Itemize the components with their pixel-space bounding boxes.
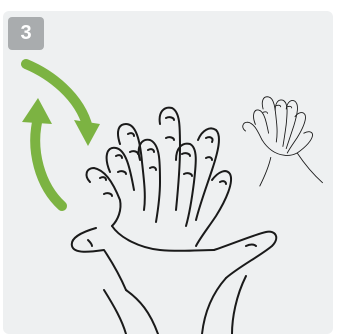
finger-3 — [118, 124, 145, 210]
arrow-down-head — [74, 120, 100, 146]
rotating-arrows-icon — [22, 64, 100, 206]
left-thumb — [72, 228, 126, 290]
left-wrist — [126, 290, 158, 334]
finger-2 — [107, 148, 134, 190]
right-wrist — [202, 278, 226, 334]
main-hands-illustration — [72, 108, 276, 334]
arrow-up-head — [22, 98, 52, 124]
finger-7 — [196, 128, 219, 220]
finger-4 — [139, 140, 160, 222]
arrow-up-curve — [35, 118, 62, 206]
right-thumb — [214, 232, 276, 278]
small-hands-illustration — [243, 97, 323, 186]
